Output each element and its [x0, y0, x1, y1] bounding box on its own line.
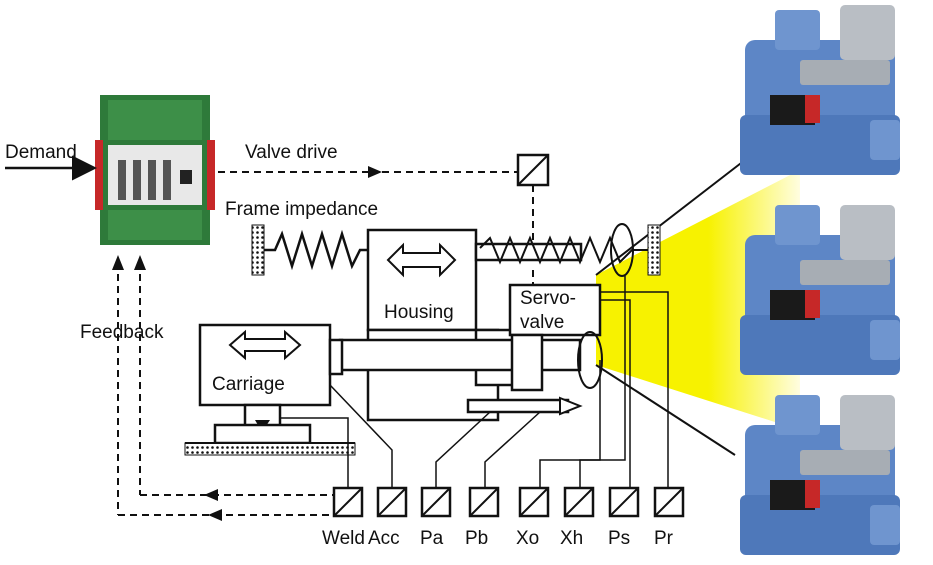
sensor-pr: Pr — [654, 488, 683, 549]
feedback-arrow-icon-1 — [112, 255, 124, 270]
sensor-xo: Xo — [516, 488, 548, 549]
sensor-label: Acc — [368, 528, 400, 549]
servo-valve-label-1: Servo- — [520, 288, 576, 309]
feedback-arrow-icon-2 — [208, 509, 222, 521]
sensor-acc: Acc — [368, 488, 406, 549]
spool-arrow-icon — [560, 398, 580, 414]
sensor-label: Ps — [608, 528, 630, 549]
servo-valve-label-2: valve — [520, 312, 564, 333]
sensor-label: Xh — [560, 528, 583, 549]
pb-leader — [485, 412, 540, 488]
sensor-xh: Xh — [560, 488, 593, 549]
feedback-label: Feedback — [80, 322, 164, 343]
sensor-pa: Pa — [420, 488, 450, 549]
sensor-pb: Pb — [465, 488, 498, 549]
sensor-label: Weld — [322, 528, 365, 549]
left-frame-ground — [252, 225, 264, 275]
right-frame-ground — [648, 225, 660, 275]
pa-leader — [436, 412, 490, 488]
frame-impedance-label: Frame impedance — [225, 199, 378, 220]
valve-drive-transducer-icon — [518, 155, 548, 185]
servo-valve-photo-3 — [740, 395, 900, 555]
sensor-ps: Ps — [608, 488, 638, 549]
sensor-label: Pb — [465, 528, 488, 549]
feedback-arrow-icon-3 — [134, 255, 146, 270]
ground-surface — [185, 443, 355, 455]
sensor-label: Pa — [420, 528, 444, 549]
demand-label: Demand — [5, 142, 77, 163]
valve-drive-label: Valve drive — [245, 142, 338, 163]
controller-module-photo — [95, 95, 215, 245]
frame-spring — [264, 234, 370, 266]
sensor-label: Pr — [654, 528, 674, 549]
piston-rod — [340, 340, 580, 370]
sensor-weld: Weld — [322, 488, 365, 549]
xo-leader — [540, 360, 600, 488]
sensor-label: Xo — [516, 528, 539, 549]
valve-drive-arrow-icon — [368, 166, 382, 178]
feedback-arrow-icon-4 — [204, 489, 218, 501]
spool-rod — [468, 400, 568, 412]
spool — [512, 335, 542, 390]
carriage-base — [215, 425, 310, 443]
carriage-label: Carriage — [212, 374, 285, 395]
servo-valve-photo-1 — [740, 5, 900, 175]
carriage-coupling — [330, 340, 342, 374]
housing-label: Housing — [384, 302, 454, 323]
